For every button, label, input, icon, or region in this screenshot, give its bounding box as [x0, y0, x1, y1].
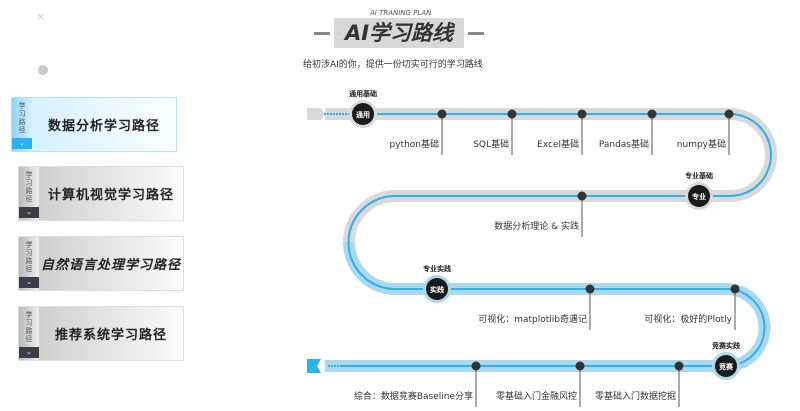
- card-label: 计算机视觉学习路径: [47, 188, 174, 203]
- step-dot: [577, 191, 587, 201]
- stage-badge: 竞赛: [718, 362, 734, 371]
- step-label[interactable]: 综合：数据竞赛Baseline分享: [353, 392, 473, 402]
- step-dot: [577, 109, 587, 119]
- step-label[interactable]: 零基础入门金融风控: [495, 392, 577, 402]
- stage-badge: 实践: [430, 285, 444, 294]
- step-label[interactable]: 零基础入门数据挖掘: [594, 392, 676, 402]
- card-label: 数据分析学习路径: [47, 119, 160, 134]
- card-data-analysis[interactable]: 学习路径 ⌄ 数据分析学习路径: [11, 97, 177, 152]
- start-marker: [307, 108, 325, 120]
- step-dot: [437, 109, 447, 119]
- card-nlp[interactable]: 学习路径 ⌄ 自然语言处理学习路径: [18, 236, 184, 291]
- tab-label: 学习路径: [25, 311, 33, 343]
- tab-label: 学习路径: [25, 171, 33, 203]
- stage-label: 专业基础: [685, 172, 713, 180]
- step-dot: [647, 109, 657, 119]
- step-label[interactable]: numpy基础: [676, 140, 726, 150]
- step-dot: [471, 361, 481, 371]
- stage-node: [352, 103, 374, 125]
- stage-label: 竞赛实践: [712, 342, 740, 350]
- step-dot: [730, 284, 740, 294]
- end-marker: [307, 359, 321, 373]
- page-title: AI学习路线: [334, 18, 464, 48]
- card-label: 推荐系统学习路径: [54, 328, 167, 343]
- card-label: 自然语言处理学习路径: [40, 258, 181, 273]
- tab-label: 学习路径: [18, 102, 26, 134]
- card-tab: 学习路径 ⌄: [19, 237, 39, 290]
- stage-label: 专业实践: [423, 265, 451, 273]
- step-label[interactable]: 可视化：matplotlib奇遇记: [478, 315, 587, 325]
- title-dash-right: [468, 32, 484, 35]
- card-computer-vision[interactable]: 学习路径 ⌄ 计算机视觉学习路径: [18, 166, 184, 221]
- step-dot: [674, 361, 684, 371]
- stage-node: [688, 185, 710, 207]
- stage-node: [426, 278, 448, 300]
- chevron-down-icon[interactable]: ⌄: [19, 347, 39, 358]
- step-label[interactable]: python基础: [389, 140, 439, 150]
- track-blue: [325, 241, 771, 372]
- subtitle: AI TRANING PLAN: [370, 9, 432, 17]
- card-tab: 学习路径 ⌄: [19, 167, 39, 220]
- stage-badge: 专业: [692, 192, 706, 201]
- indicator-dot: [38, 65, 48, 75]
- card-recsys[interactable]: 学习路径 ⌄ 推荐系统学习路径: [18, 306, 184, 361]
- stage-badge: 通用: [356, 110, 370, 119]
- track-line: [340, 113, 772, 367]
- description: 给初涉AI的你，提供一份切实可行的学习路线: [303, 60, 483, 70]
- step-dot: [585, 284, 595, 294]
- chevron-down-icon[interactable]: ⌄: [19, 207, 39, 218]
- stage-node: [715, 355, 737, 377]
- step-dot: [507, 109, 517, 119]
- card-tab: 学习路径 ⌄: [19, 307, 39, 360]
- step-dot: [724, 109, 734, 119]
- step-label[interactable]: Pandas基础: [598, 140, 649, 150]
- step-label[interactable]: Excel基础: [537, 140, 579, 150]
- title-dash-left: [314, 32, 330, 35]
- step-label[interactable]: 数据分析理论 & 实践: [494, 222, 579, 232]
- tab-label: 学习路径: [25, 241, 33, 273]
- close-icon[interactable]: ×: [36, 10, 46, 23]
- step-dot: [575, 361, 585, 371]
- step-label[interactable]: SQL基础: [473, 140, 509, 150]
- step-label[interactable]: 可视化：极好的Plotly: [644, 315, 732, 325]
- stage-label: 通用基础: [349, 90, 377, 98]
- chevron-down-icon[interactable]: ⌄: [12, 138, 32, 149]
- card-tab: 学习路径 ⌄: [12, 98, 32, 151]
- chevron-down-icon[interactable]: ⌄: [19, 277, 39, 288]
